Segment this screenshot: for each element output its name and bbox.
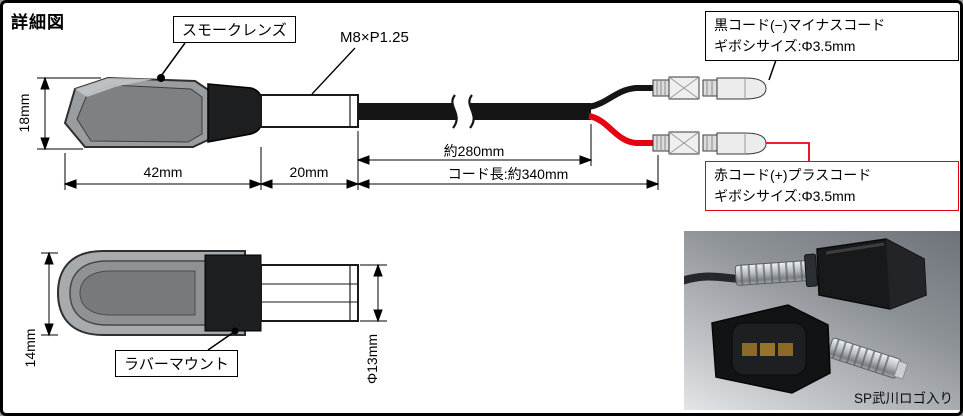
dim-280mm: 約280mm xyxy=(443,143,505,159)
smoke-lens-callout: スモークレンズ xyxy=(173,16,296,43)
mount-body-side xyxy=(207,83,262,143)
smoke-lens-leader xyxy=(160,42,186,77)
thread-spec-label: M8×P1.25 xyxy=(340,29,409,46)
red-cord-line2: ギボシサイズ:Φ3.5mm xyxy=(714,188,856,204)
red-cord-callout: 赤コード(+)プラスコード ギボシサイズ:Φ3.5mm xyxy=(705,161,959,211)
dim-42mm: 42mm xyxy=(143,164,183,180)
red-wire xyxy=(588,113,654,146)
rubber-mount-callout: ラバーマウント xyxy=(115,350,238,377)
top-view-drawing xyxy=(56,250,359,351)
threaded-shaft-side xyxy=(260,94,359,128)
black-gibosi-connector xyxy=(652,76,767,100)
red-gibosi-connector xyxy=(652,131,767,155)
upper-signal xyxy=(672,238,927,310)
side-view-dimensions xyxy=(37,76,660,190)
lens-callout-dot xyxy=(157,74,165,82)
cable xyxy=(358,103,591,120)
product-photo: SP武川ロゴ入り xyxy=(672,231,960,410)
black-cord-line2: ギボシサイズ:Φ3.5mm xyxy=(714,38,856,54)
black-box-leader xyxy=(768,59,777,81)
dim-18mm: 18mm xyxy=(16,93,32,133)
thread-leader xyxy=(311,47,356,95)
black-cord-line1: 黒コード(−)マイナスコード xyxy=(714,17,886,33)
lower-signal xyxy=(711,304,909,394)
dim-20mm: 20mm xyxy=(289,164,329,180)
red-box-leader xyxy=(766,142,810,161)
photo-render xyxy=(672,238,927,394)
dim-14mm: 14mm xyxy=(22,328,38,368)
black-wire xyxy=(588,85,654,110)
mount-body-top xyxy=(204,254,262,332)
dim-phi-13mm: Φ13mm xyxy=(364,333,380,385)
page-title: 詳細図 xyxy=(11,13,65,32)
diagram-linework xyxy=(37,42,810,351)
side-view-drawing xyxy=(63,42,810,161)
black-cord-callout: 黒コード(−)マイナスコード ギボシサイズ:Φ3.5mm xyxy=(705,11,959,61)
top-view-dimensions xyxy=(41,251,387,337)
photo-caption: SP武川ロゴ入り xyxy=(853,391,953,406)
rubber-mount-dot xyxy=(231,327,239,335)
red-cord-line1: 赤コード(+)プラスコード xyxy=(714,167,872,183)
threaded-shaft-top xyxy=(260,264,359,322)
rubber-mount-leader xyxy=(207,331,235,351)
dim-cord-340mm: コード長:約340mm xyxy=(447,166,569,182)
